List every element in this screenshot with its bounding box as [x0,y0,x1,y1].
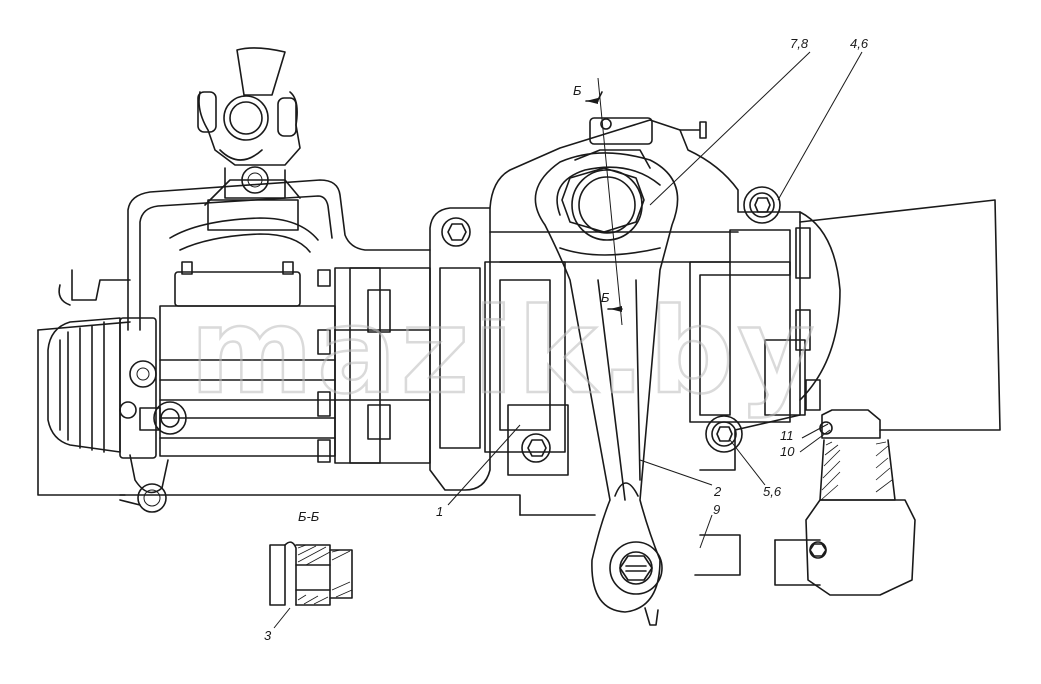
section-line [585,77,623,326]
section-mark-middle: Б [601,290,610,305]
watermark: mazik.by [190,282,818,420]
section-title: Б-Б [298,509,320,524]
callout-7-8: 7,8 [790,36,809,51]
gear-housing-left [47,317,187,513]
gear-body-center [429,117,841,491]
callout-3: 3 [264,628,272,643]
section-view-bb [269,541,353,606]
callout-9: 9 [713,502,720,517]
callout-2: 2 [713,484,722,499]
frame-rail [37,199,1001,586]
upper-bracket [58,179,431,331]
leader-lines [273,51,863,629]
callout-labels: 7,8 4,6 1 2 5,6 9 11 10 3 Б-Б Б Б [264,36,869,643]
callout-4-6: 4,6 [850,36,869,51]
section-mark-top: Б [573,83,582,98]
pitman-arm [534,149,679,626]
universal-joint [197,47,301,231]
cylinder-block [119,261,431,506]
callout-10: 10 [780,444,795,459]
callout-1: 1 [436,504,443,519]
tie-rod-end [805,409,916,596]
callout-5-6: 5,6 [763,484,782,499]
callout-11: 11 [780,428,794,443]
